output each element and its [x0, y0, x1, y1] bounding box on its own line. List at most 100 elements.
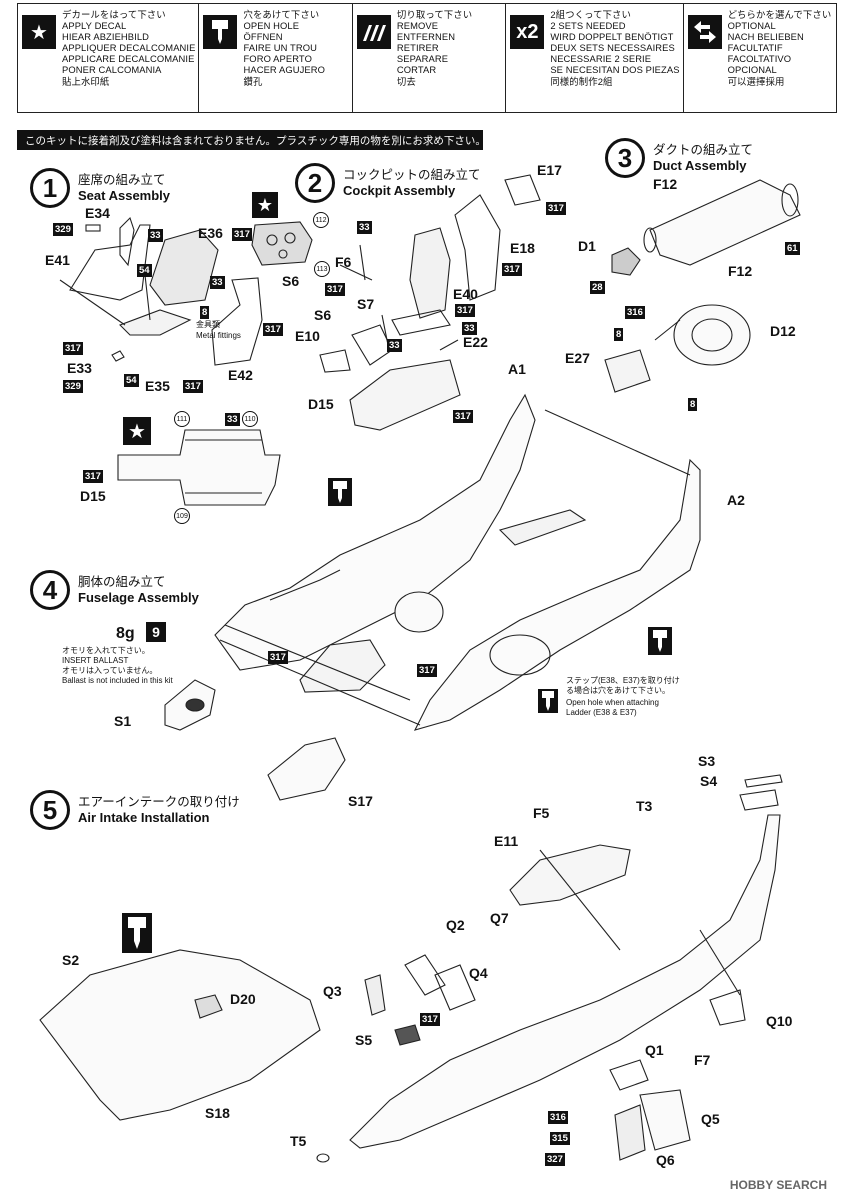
drill-icon — [122, 913, 152, 953]
intake-fuselage-part — [39, 949, 321, 1121]
part-label: E34 — [85, 205, 110, 221]
step-number: 1 — [30, 168, 70, 208]
color-code: 33 — [148, 229, 163, 242]
color-code: 317 — [268, 651, 288, 664]
part-label: D20 — [230, 991, 256, 1007]
canopy-part-s17 — [267, 737, 346, 801]
color-code: 317 — [453, 410, 473, 423]
aircraft-fuselage — [349, 814, 781, 1149]
legend-decal: ★ デカールをはって下さい APPLY DECAL HIEAR ABZIEHBI… — [18, 4, 200, 112]
step-title-jp: コックピットの組み立て — [343, 168, 481, 182]
part-label: S6 — [282, 273, 300, 289]
part-label: Q3 — [323, 983, 342, 999]
star-icon: ★ — [123, 417, 151, 445]
step-title-en: Air Intake Installation — [78, 810, 210, 825]
color-code: 327 — [545, 1153, 565, 1166]
step-number: 5 — [30, 790, 70, 830]
ballast-note-en2: Ballast is not included in this kit — [62, 676, 173, 685]
decal-number: 113 — [314, 261, 330, 277]
part-label: Q10 — [766, 1013, 793, 1029]
color-code: 33 — [387, 339, 402, 352]
part-label: F12 — [728, 263, 753, 279]
part-label: Q1 — [645, 1042, 664, 1058]
legend-text: 切り取って下さい — [396, 9, 473, 20]
legend-text: FACOLTATIVO — [727, 53, 792, 65]
legend-text: 貼上水印紙 — [62, 75, 110, 87]
legend-text: WIRD DOPPELT BENÖTIGT — [550, 31, 674, 43]
legend-text: ENTFERNEN — [396, 31, 456, 43]
part-label: F7 — [694, 1052, 711, 1068]
fuselage-right-half — [413, 458, 701, 731]
part-label: S4 — [700, 773, 718, 789]
legend-text: 切去 — [396, 75, 416, 87]
part-label: T5 — [290, 1133, 307, 1149]
legend-text: デカールをはって下さい — [62, 9, 166, 20]
x2-icon: x2 — [510, 15, 545, 49]
ballast-weight: 8g — [116, 625, 135, 642]
color-code: 28 — [590, 281, 605, 294]
step-title-en: Fuselage Assembly — [78, 590, 199, 605]
legend-text: NECESSARIE 2 SERIE — [550, 53, 652, 65]
nose-assembly-part — [509, 844, 631, 906]
part-label: F5 — [533, 805, 550, 821]
decal-number: 109 — [174, 508, 190, 524]
legend-hole: 穴をあけて下さい OPEN HOLE ÖFFNEN FAIRE UN TROU … — [199, 4, 353, 112]
part-label: D12 — [770, 323, 796, 339]
color-code: 54 — [124, 374, 139, 387]
step-title-jp: 座席の組み立て — [78, 173, 166, 187]
ballast-note-en: INSERT BALLAST — [62, 656, 129, 665]
part-label: E11 — [494, 833, 519, 849]
step-title-en: Duct Assembly — [653, 158, 747, 173]
intake-ring-part — [673, 304, 751, 366]
legend-text: HACER AGUJERO — [243, 64, 326, 76]
decal-number: 110 — [242, 411, 258, 427]
part-label: E17 — [537, 162, 562, 178]
legend-text: APPLY DECAL — [62, 20, 127, 32]
legend-text: DEUX SETS NECESSAIRES — [550, 42, 675, 54]
step-number: 3 — [605, 138, 645, 178]
cockpit-tub-part — [117, 429, 281, 506]
part-label: S18 — [205, 1105, 230, 1121]
legend-text: CORTAR — [396, 64, 437, 76]
drill-icon — [648, 627, 672, 655]
color-code: 33 — [462, 322, 477, 335]
legend-text: 可以選擇採用 — [727, 75, 785, 87]
metal-fittings-note-en: Metal fittings — [196, 331, 241, 340]
legend-text: APPLICARE DECALCOMANIE — [62, 53, 195, 65]
ladder-note-jp: ステップ(E38、E37)を取り付け — [566, 676, 680, 685]
legend-remove: 切り取って下さい REMOVE ENTFERNEN RETIRER SEPARA… — [353, 4, 507, 112]
color-code: 317 — [63, 342, 83, 355]
part-label: D1 — [578, 238, 596, 254]
legend-text: OPEN HOLE — [243, 20, 300, 32]
drill-icon — [328, 478, 352, 506]
color-code: 33 — [210, 276, 225, 289]
part-label: Q2 — [446, 917, 465, 933]
part-label: A2 — [727, 492, 745, 508]
legend-text: REMOVE — [396, 20, 439, 32]
legend-text: 2 SETS NEEDED — [550, 20, 626, 32]
color-code: 317 — [546, 202, 566, 215]
cockpit-tub-part-b — [349, 359, 461, 431]
step-number: 2 — [295, 163, 335, 203]
part-label: Q4 — [469, 965, 488, 981]
seat-frame-part — [211, 277, 263, 366]
decal-number: 111 — [174, 411, 190, 427]
star-icon: ★ — [252, 192, 278, 218]
step-title-en: Seat Assembly — [78, 188, 171, 203]
step-title-jp: 胴体の組み立て — [78, 575, 166, 589]
part-label: E22 — [463, 334, 488, 350]
color-code: 317 — [263, 323, 283, 336]
ladder-note-jp: る場合は穴をあけて下さい。 — [566, 686, 670, 695]
part-label: S2 — [62, 952, 80, 968]
legend-bar: ★ デカールをはって下さい APPLY DECAL HIEAR ABZIEHBI… — [17, 3, 837, 113]
ballast-box-icon: 9 — [146, 622, 166, 642]
drill-icon — [203, 15, 238, 49]
color-code: 329 — [53, 223, 73, 236]
decal-number: 112 — [313, 212, 329, 228]
color-code: 317 — [325, 283, 345, 296]
optional-arrows-icon — [687, 15, 722, 49]
color-code: 61 — [785, 242, 800, 255]
legend-text: APPLIQUER DECALCOMANIE — [62, 42, 196, 54]
